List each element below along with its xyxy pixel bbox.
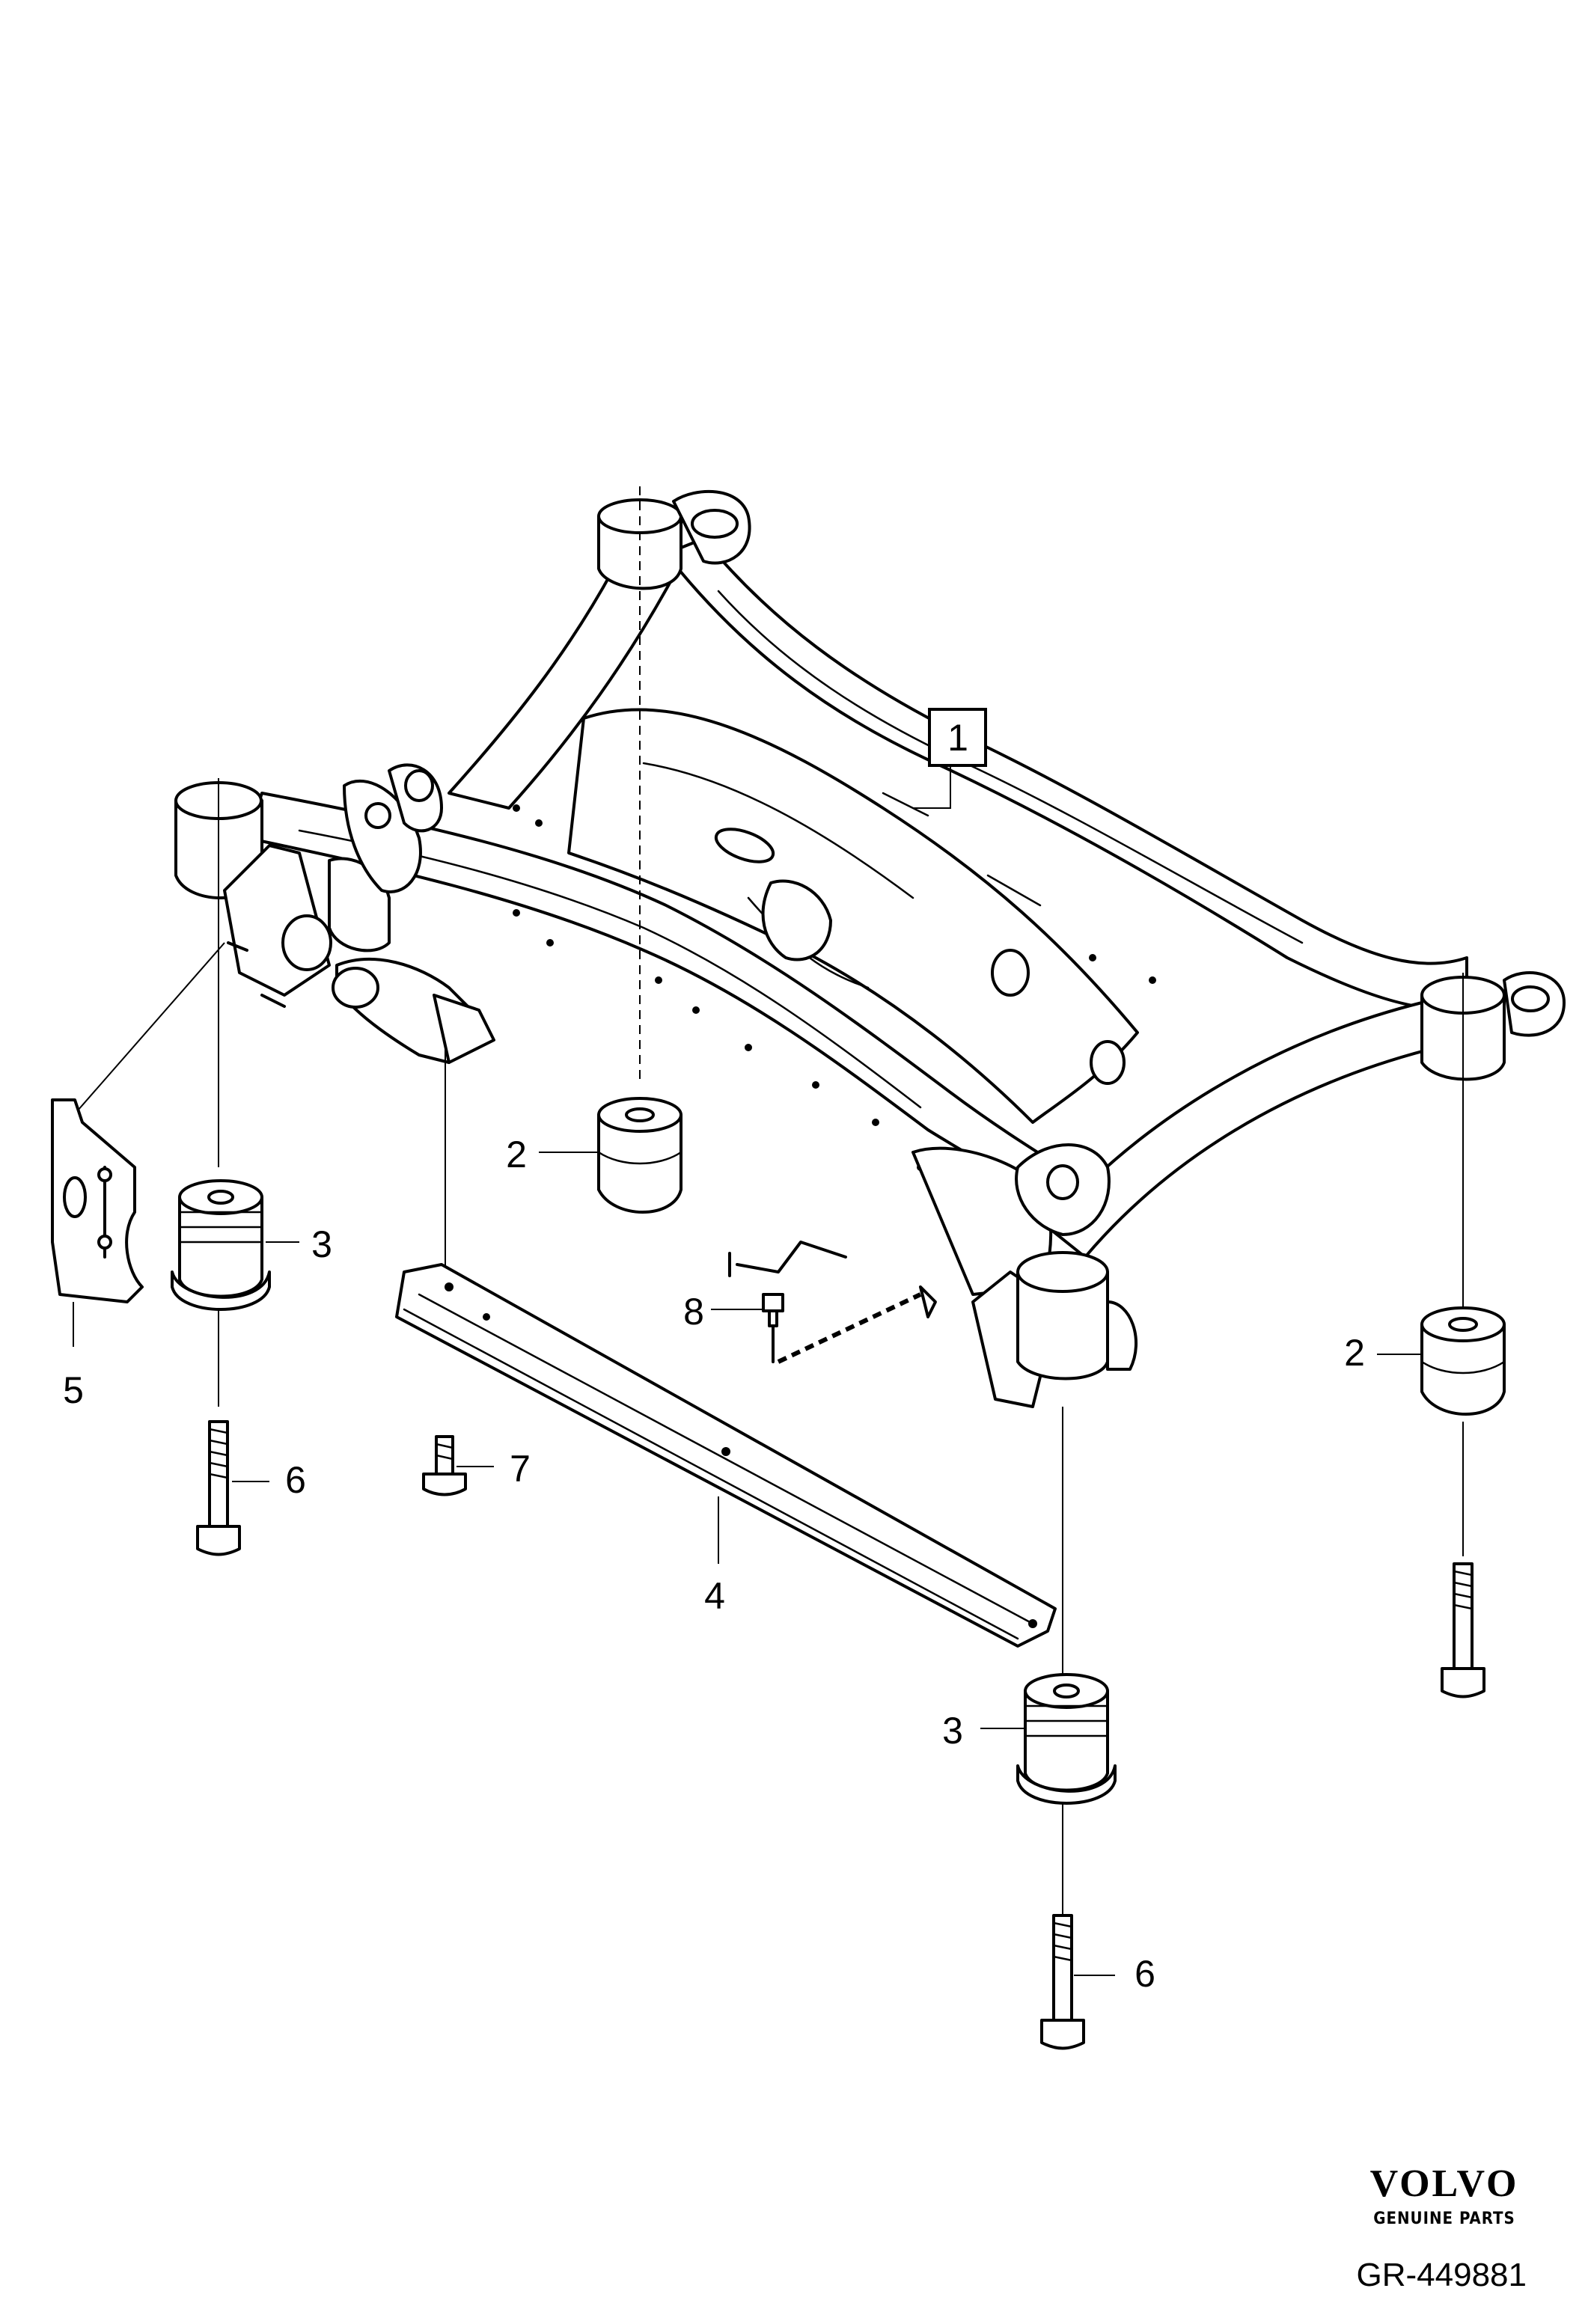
bushing-lower-right xyxy=(1016,1673,1117,1805)
brand-block: VOLVO GENUINE PARTS GR-449881 xyxy=(1357,2162,1527,2293)
callout-leaders xyxy=(73,1152,1422,1976)
bracket-plate xyxy=(51,1098,144,1303)
callout-6-left: 6 xyxy=(285,1459,306,1501)
bolt-long-left xyxy=(196,1420,241,1556)
callout-7: 7 xyxy=(510,1448,531,1490)
callout-4: 4 xyxy=(704,1575,725,1617)
callout-8: 8 xyxy=(683,1291,704,1333)
callout-1: 1 xyxy=(947,717,968,759)
leader-lines xyxy=(67,486,1464,1915)
subframe xyxy=(174,489,1566,1408)
cross-rail xyxy=(395,1263,1057,1648)
callout-box-1 xyxy=(928,708,987,767)
reference-code: GR-449881 xyxy=(1357,2257,1527,2293)
callout-3-right: 3 xyxy=(942,1710,963,1752)
brand-subtitle: GENUINE PARTS xyxy=(1373,2210,1515,2228)
callout-6-center: 6 xyxy=(1135,1953,1155,1995)
bushing-lower-left xyxy=(171,1179,271,1311)
callout-2-right: 2 xyxy=(1344,1332,1365,1374)
bolt-long-right xyxy=(1441,1562,1485,1698)
screw-small xyxy=(762,1293,784,1363)
brand-name: VOLVO xyxy=(1370,2162,1519,2205)
bolt-short xyxy=(422,1435,467,1496)
bolt-long-center xyxy=(1040,1914,1085,2050)
bushing-upper xyxy=(597,1097,682,1214)
callout-3-left: 3 xyxy=(311,1223,332,1265)
callout-labels: 1 2 2 3 3 4 5 6 6 7 8 xyxy=(63,708,1365,1995)
callout-5: 5 xyxy=(63,1369,84,1411)
callout-2-upper: 2 xyxy=(506,1134,527,1175)
bushing-right xyxy=(1420,1306,1506,1416)
